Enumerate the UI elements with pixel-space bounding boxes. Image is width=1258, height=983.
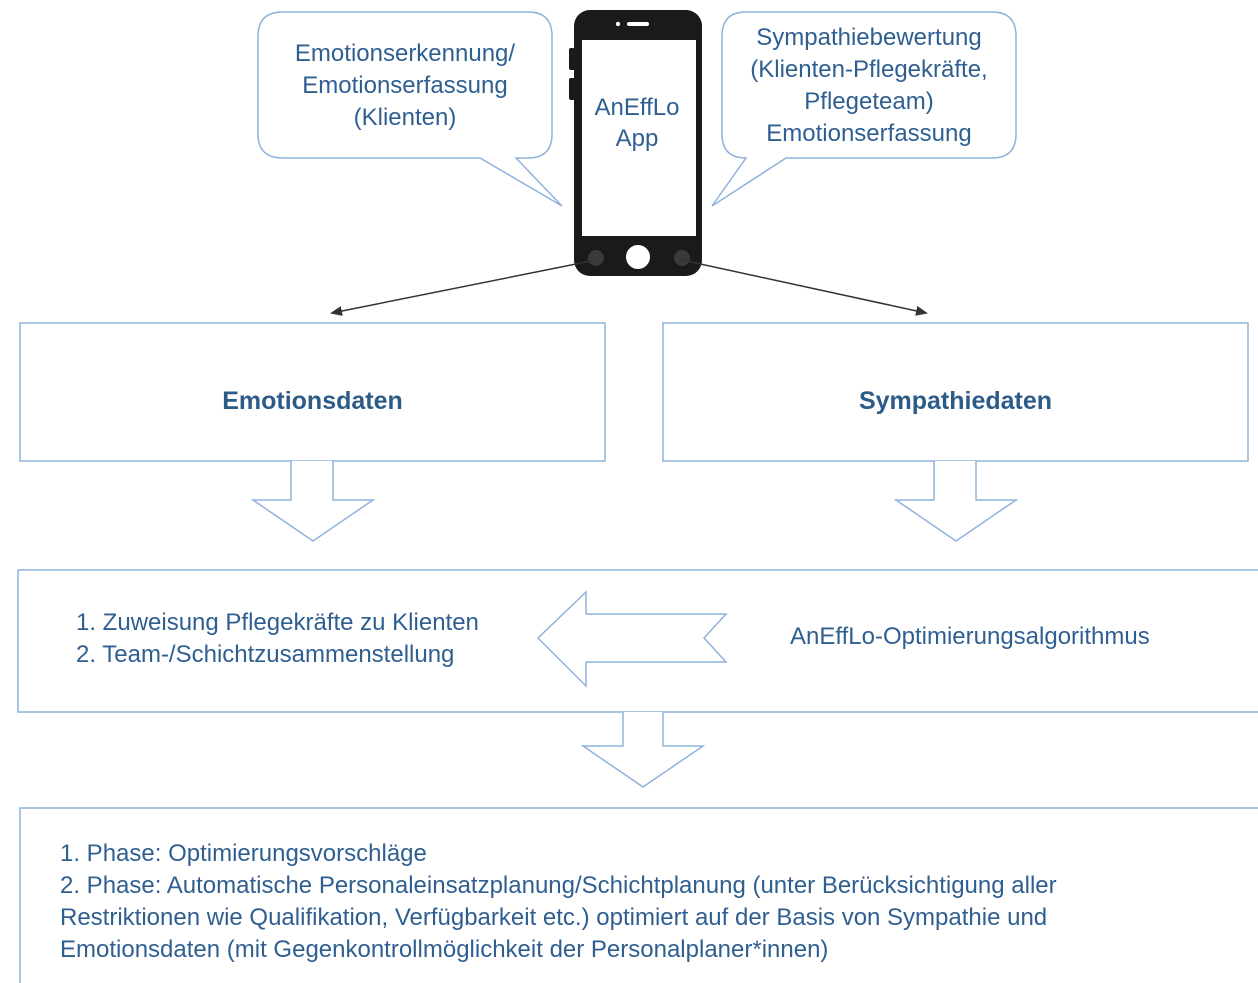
- bubble-right-text: Sympathiebewertung (Klienten-Pflegekräft…: [722, 22, 1016, 150]
- sympathy-data-box: [662, 322, 1249, 462]
- app-name: AnEffLo: [594, 94, 680, 121]
- result-line: Restriktionen wie Qualifikation, Verfügb…: [60, 904, 1048, 931]
- assignment-item: 2. Team-/Schichtzusammenstellung: [76, 641, 455, 668]
- down-arrow-sympathy: [893, 461, 1019, 542]
- app-label: AnEffLo App: [578, 92, 696, 154]
- result-text: 1. Phase: Optimierungsvorschläge 2. Phas…: [60, 838, 1057, 966]
- bubble-left-line: (Klienten): [353, 104, 457, 131]
- sympathy-data-title: Sympathiedaten: [858, 387, 1053, 415]
- app-suffix: App: [615, 125, 659, 152]
- result-box: [19, 807, 1258, 983]
- bubble-right-line: Pflegeteam): [804, 88, 934, 115]
- result-line: Emotionsdaten (mit Gegenkontrollmöglichk…: [60, 936, 829, 963]
- speech-bubble-right: [711, 11, 1017, 207]
- assignment-item: 1. Zuweisung Pflegekräfte zu Klienten: [76, 609, 479, 636]
- emotion-data-box: [19, 322, 606, 462]
- left-arrow-algorithm: [536, 590, 728, 688]
- bubble-left-line: Emotionserfassung: [302, 72, 508, 99]
- algorithm-label: AnEffLo-Optimierungsalgorithmus: [790, 623, 1150, 650]
- down-arrow-result: [580, 712, 706, 788]
- bubble-left-text: Emotionserkennung/ Emotionserfassung (Kl…: [262, 38, 548, 134]
- speech-bubble-left: [257, 11, 563, 207]
- assignment-list: 1. Zuweisung Pflegekräfte zu Klienten 2.…: [76, 607, 479, 671]
- arrow-to-emotion: [330, 259, 597, 316]
- result-line: 2. Phase: Automatische Personaleinsatzpl…: [60, 872, 1057, 899]
- result-line: 1. Phase: Optimierungsvorschläge: [60, 840, 427, 867]
- arrow-to-sympathy: [681, 259, 928, 316]
- emotion-data-title: Emotionsdaten: [222, 387, 403, 415]
- bubble-right-line: Sympathiebewertung: [756, 24, 982, 51]
- bubble-right-line: Emotionserfassung: [766, 120, 972, 147]
- smartphone-icon: [569, 10, 702, 276]
- bubble-right-line: (Klienten-Pflegekräfte,: [750, 56, 988, 83]
- down-arrow-emotion: [250, 461, 376, 542]
- bubble-left-line: Emotionserkennung/: [294, 40, 516, 67]
